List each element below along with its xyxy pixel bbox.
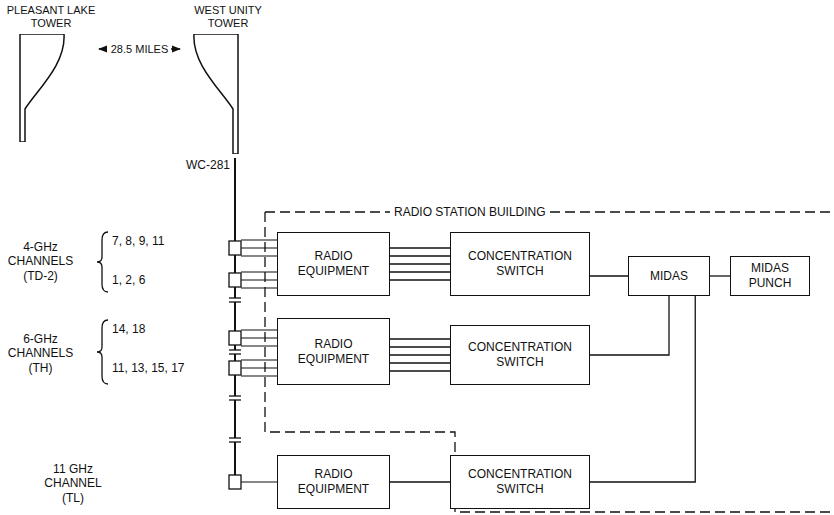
channel-feed (241, 287, 277, 288)
channel-feed (241, 375, 277, 376)
channel-feed (241, 359, 277, 360)
box-label: CONCENTRATION SWITCH (457, 340, 583, 370)
bundle-line (390, 255, 450, 256)
channel-feed (241, 255, 277, 256)
box-label: RADIO EQUIPMENT (284, 467, 383, 497)
waveguide-break (229, 399, 241, 400)
waveguide-break (229, 437, 241, 438)
tower-outline (20, 34, 64, 142)
bundle-line (390, 338, 450, 339)
equipment-box: RADIO EQUIPMENT (277, 232, 390, 296)
box-label: RADIO EQUIPMENT (284, 337, 383, 367)
channel-feed (241, 345, 277, 346)
channel-port (229, 475, 241, 489)
waveguide-break (229, 438, 241, 442)
radio-tower: PLEASANT LAKE TOWER (3, 4, 99, 149)
channel-feed (241, 367, 277, 368)
radio-tower: WEST UNITY TOWER (180, 4, 276, 159)
channel-feed (241, 481, 277, 482)
channel-label: 7, 8, 9, 11 (112, 234, 217, 248)
bundle-line (390, 271, 450, 272)
box-label: CONCENTRATION SWITCH (457, 249, 583, 279)
channel-label: 4-GHz CHANNELS (TD-2) (3, 240, 78, 283)
connector (390, 354, 450, 355)
tower-outline (194, 34, 238, 154)
waveguide-break (229, 395, 241, 396)
waveguide (234, 158, 236, 486)
channel-label: 1, 2, 6 (112, 273, 217, 287)
bundle-line (390, 279, 450, 280)
connector (590, 275, 628, 276)
connector (390, 263, 450, 264)
connector (390, 481, 450, 482)
connector (710, 275, 730, 276)
brace (97, 232, 108, 292)
box-label: RADIO EQUIPMENT (284, 249, 383, 279)
waveguide-break (229, 441, 241, 442)
channel-port (229, 241, 241, 255)
channel-label: 6-GHz CHANNELS (TH) (3, 332, 78, 375)
channel-label: 11 GHz CHANNEL (TL) (38, 462, 108, 505)
channel-feed (241, 247, 277, 248)
box-label: MIDAS PUNCH (737, 261, 803, 291)
waveguide-break (229, 350, 241, 354)
tower-drawing (190, 34, 240, 154)
equipment-box: CONCENTRATION SWITCH (450, 455, 590, 509)
waveguide-break (229, 301, 241, 302)
connector (590, 296, 669, 355)
equipment-box: RADIO EQUIPMENT (277, 455, 390, 509)
waveguide-break (229, 396, 241, 400)
tower-name: WEST UNITY TOWER (180, 4, 276, 30)
channel-port (229, 361, 241, 375)
waveguide-break (229, 353, 241, 354)
distance-label: 28.5 MILES (108, 43, 171, 55)
waveguide-break (229, 349, 241, 350)
building-outline (265, 212, 834, 512)
waveguide-break (229, 297, 241, 298)
equipment-box: CONCENTRATION SWITCH (450, 232, 590, 296)
channel-feed (241, 239, 277, 240)
bundle-line (390, 346, 450, 347)
bundle-line (390, 370, 450, 371)
bundle-line (390, 247, 450, 248)
channel-feed (241, 337, 277, 338)
equipment-box: MIDAS PUNCH (730, 256, 810, 296)
channel-feed (241, 329, 277, 330)
brace (97, 320, 108, 384)
tower-drawing (18, 34, 68, 142)
waveguide-label: WC-281 (178, 158, 230, 172)
channel-feed (241, 279, 277, 280)
bundle-line (390, 362, 450, 363)
channel-label: 11, 13, 15, 17 (112, 361, 217, 375)
equipment-box: MIDAS (628, 256, 710, 296)
tower-name: PLEASANT LAKE TOWER (3, 4, 99, 30)
equipment-box: RADIO EQUIPMENT (277, 318, 390, 385)
box-label: MIDAS (650, 269, 688, 284)
channel-feed (241, 271, 277, 272)
waveguide-break (229, 298, 241, 302)
channel-label: 14, 18 (112, 322, 217, 336)
region-heading: RADIO STATION BUILDING (390, 205, 550, 219)
box-label: CONCENTRATION SWITCH (457, 467, 583, 497)
channel-port (229, 331, 241, 345)
channel-port (229, 273, 241, 287)
connector (590, 296, 695, 482)
equipment-box: CONCENTRATION SWITCH (450, 325, 590, 385)
